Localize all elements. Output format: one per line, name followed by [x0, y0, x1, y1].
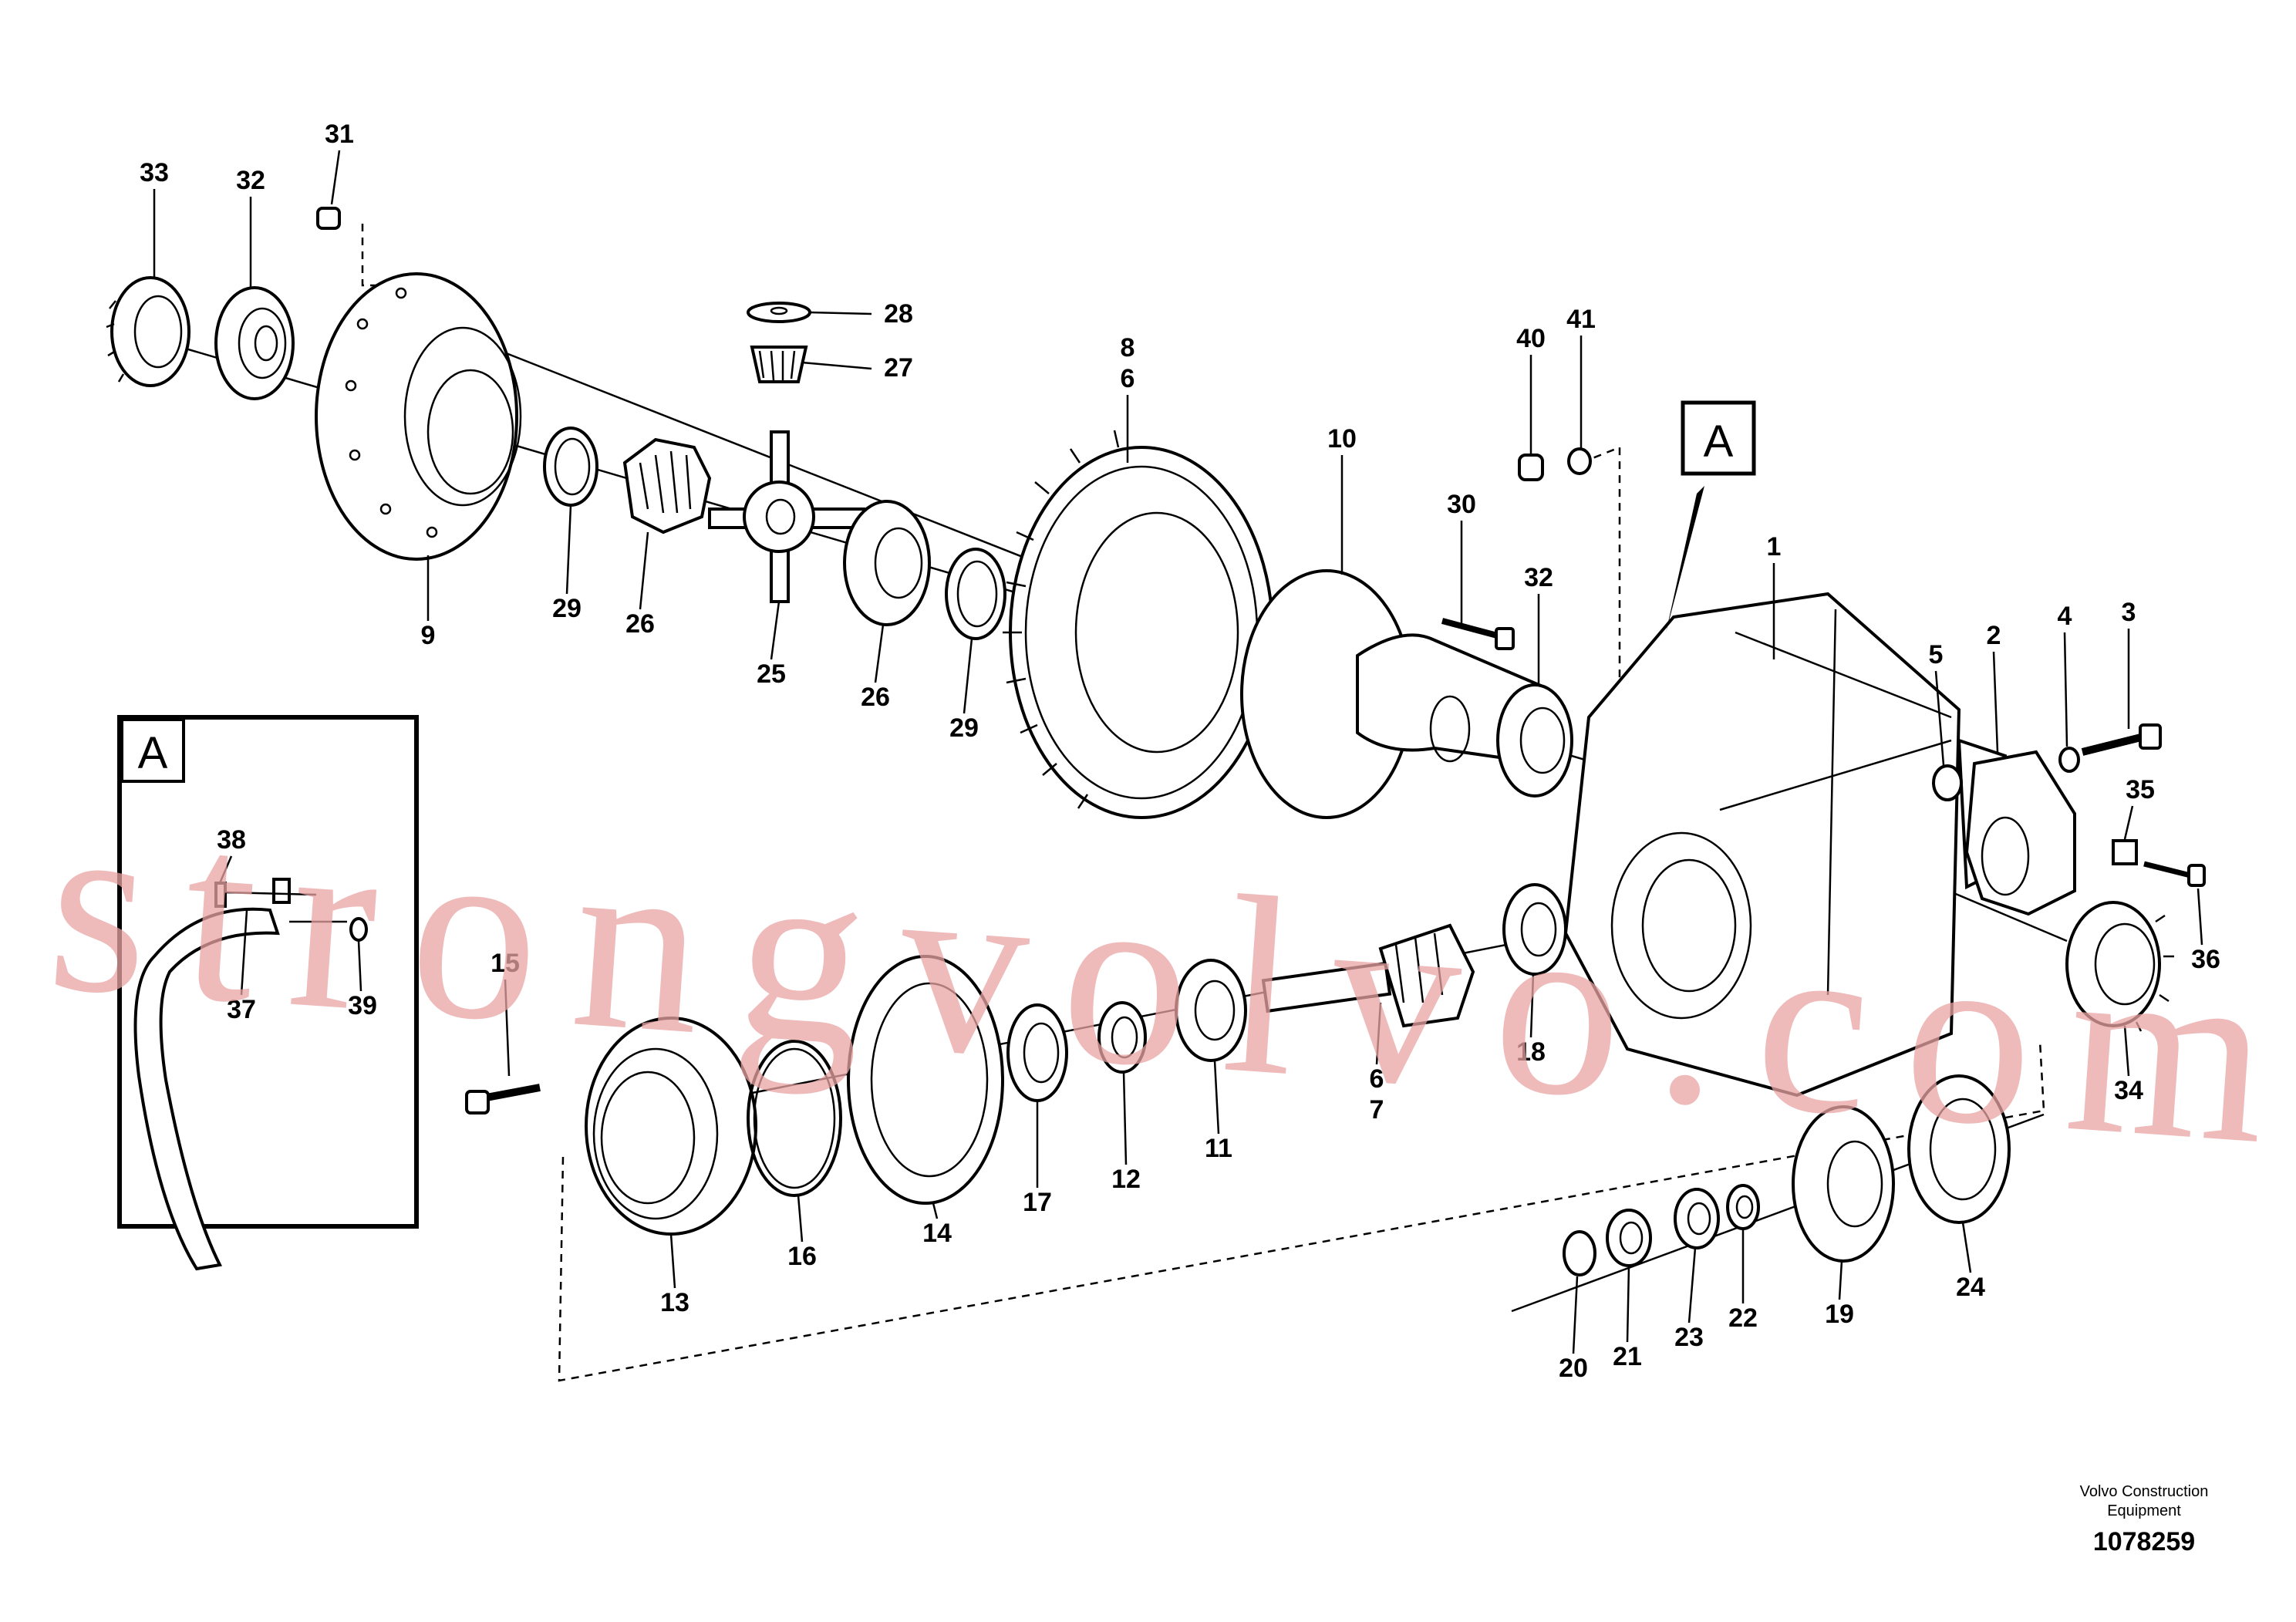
callout-19: 24 — [1956, 1273, 1985, 1302]
part-26-side-gear — [622, 437, 712, 534]
part-40-plug — [1518, 454, 1544, 481]
callout-31: 31 — [325, 120, 354, 149]
callout-38: 38 — [217, 825, 246, 855]
callout-18: 17 — [1023, 1188, 1052, 1217]
part-3-sleeve — [1932, 764, 1963, 801]
callout-22: 21 — [1613, 1342, 1642, 1371]
callout-39: 39 — [348, 991, 377, 1020]
part-41-washer — [1567, 447, 1592, 475]
part-12-bearing — [1175, 959, 1247, 1062]
part-22-nut — [1606, 1209, 1652, 1267]
part-29-thrust-washer-right — [945, 548, 1006, 640]
callout-6-lower: 6 — [1370, 1064, 1384, 1094]
callout-11: 18 — [1516, 1037, 1546, 1067]
callout-34: 34 — [2114, 1076, 2143, 1105]
callout-23: 23 — [1674, 1323, 1704, 1352]
callout-10: 10 — [1327, 424, 1357, 454]
part-25-spider — [708, 430, 865, 603]
callout-25: 25 — [757, 659, 786, 689]
drawing-number: 1078259 — [2093, 1527, 2195, 1556]
callout-29-right: 29 — [949, 713, 979, 743]
callout-16: 15 — [491, 949, 520, 978]
callout-30: 30 — [1447, 490, 1476, 519]
footer: Volvo Construction Equipment 1078259 — [2080, 1483, 2209, 1556]
part-20-flange — [1792, 1105, 1895, 1263]
callout-14: 13 — [660, 1288, 689, 1317]
part-23-lock-washer — [1674, 1188, 1720, 1249]
part-10-differential-housing — [1240, 569, 1544, 819]
part-35-lock-plate — [2112, 839, 2138, 865]
callout-35: 35 — [2126, 775, 2155, 804]
callout-26: 26 — [625, 609, 655, 639]
detail-a-inset: A — [117, 715, 419, 1271]
part-21-washer — [1726, 1184, 1760, 1230]
callout-33: 33 — [140, 158, 169, 187]
part-30-bolt — [1441, 618, 1515, 650]
part-33-slotted-nut — [106, 276, 190, 387]
part-15-shim-plate — [847, 955, 1004, 1205]
callout-8: 8 — [1121, 333, 1135, 363]
detail-a-marker-label: A — [1704, 416, 1734, 467]
part-8-crown-wheel — [1003, 430, 1274, 819]
part-27-pinion-gear — [750, 346, 808, 383]
footer-company-line2: Equipment — [2107, 1502, 2181, 1519]
detail-a-marker: A — [1666, 400, 1756, 632]
part-16-bolt — [465, 1084, 541, 1114]
part-31-nut — [316, 207, 341, 230]
callout-41: 41 — [1566, 305, 1596, 334]
part-5-washer — [2058, 747, 2080, 773]
callout-17: 16 — [787, 1242, 817, 1271]
callout-20: 19 — [1825, 1300, 1854, 1329]
part-13-spacer — [1097, 1001, 1147, 1074]
callout-36: 36 — [2191, 945, 2220, 974]
part-28-washer — [747, 302, 811, 323]
footer-company-line1: Volvo Construction — [2080, 1483, 2209, 1500]
part-2-bearing-cap — [1964, 750, 2076, 916]
part-6-pinion-shaft — [1261, 923, 1475, 1028]
callout-5: 4 — [2058, 602, 2072, 631]
part-9-differential-case — [315, 272, 522, 561]
callout-26-right: 26 — [861, 683, 890, 712]
part-24-circlip — [1563, 1230, 1596, 1276]
callout-32-middle: 32 — [1524, 563, 1553, 592]
callout-15: 14 — [922, 1219, 952, 1248]
callout-29: 29 — [552, 594, 582, 623]
callout-2: 2 — [1987, 621, 2001, 650]
part-29-thrust-washer — [543, 427, 598, 507]
callout-3: 5 — [1929, 640, 1944, 669]
part-18-seal — [1006, 1003, 1068, 1102]
callout-21: 22 — [1728, 1303, 1758, 1333]
callout-1: 1 — [1767, 532, 1782, 561]
callout-13: 12 — [1111, 1165, 1141, 1194]
part-4-bolt — [2081, 723, 2162, 756]
callout-40: 40 — [1516, 324, 1546, 353]
part-26-side-gear-right — [843, 500, 931, 626]
part-32-bearing — [214, 286, 295, 400]
detail-a-inset-title: A — [138, 728, 168, 778]
part-36-bolt — [2143, 861, 2206, 887]
callout-4: 3 — [2122, 598, 2136, 627]
part-11-bearing — [1502, 883, 1567, 976]
callout-labels: 33 32 31 9 29 26 28 27 25 26 29 8 6 10 3… — [140, 120, 2220, 1383]
callout-28: 28 — [884, 299, 913, 329]
callout-24: 20 — [1559, 1354, 1588, 1383]
callout-7: 7 — [1370, 1095, 1384, 1125]
callout-27: 27 — [884, 353, 913, 383]
part-17-o-ring — [747, 1040, 842, 1197]
callout-9: 9 — [421, 621, 436, 650]
callout-6-upper: 6 — [1121, 364, 1135, 393]
callout-32: 32 — [236, 166, 265, 195]
callout-37: 37 — [227, 995, 256, 1024]
callout-12: 11 — [1205, 1134, 1232, 1163]
part-34-adjusting-nut — [2065, 901, 2174, 1032]
part-19-seal — [1907, 1074, 2011, 1224]
part-32-bearing-middle — [1496, 683, 1573, 798]
